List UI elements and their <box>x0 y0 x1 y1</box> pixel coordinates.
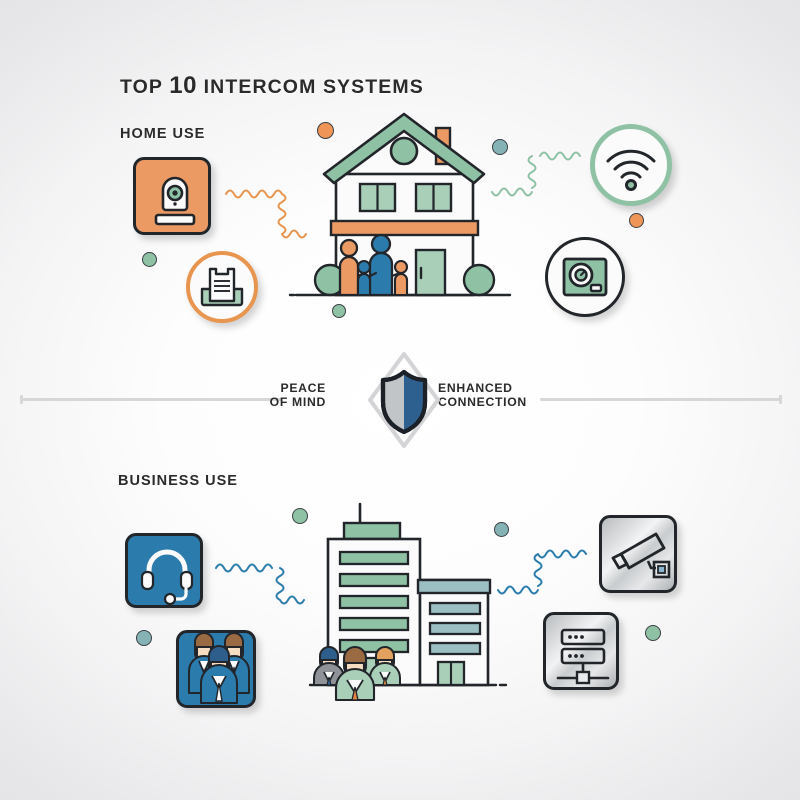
decor-dot-7 <box>494 522 509 537</box>
staff-team-icon <box>188 632 250 704</box>
cctv-camera-tile[interactable] <box>599 515 677 593</box>
family-mother <box>338 238 360 297</box>
headset-operator-tile[interactable] <box>125 533 203 608</box>
office-building-illustration <box>308 502 508 702</box>
tagline-enhanced-connection: ENHANCED CONNECTION <box>438 381 558 409</box>
headset-icon <box>140 549 194 606</box>
connector-business-right <box>497 549 587 595</box>
shield-emblem[interactable] <box>364 350 444 450</box>
connector-home-right <box>491 151 581 197</box>
decor-dot-8 <box>136 630 152 646</box>
family-child-left <box>356 259 372 297</box>
family-father <box>368 233 394 297</box>
section-label-home-use: HOME USE <box>120 126 206 142</box>
tagline-peace-line2: OF MIND <box>269 395 326 409</box>
family-child-right <box>393 259 409 297</box>
doorbell-camera-tile[interactable] <box>133 157 211 235</box>
page-title-pre: TOP <box>120 76 170 98</box>
video-monitor-circle[interactable] <box>545 237 625 317</box>
wifi-signal-circle[interactable] <box>590 124 672 206</box>
page-title-post: INTERCOM SYSTEMS <box>197 76 424 98</box>
decor-dot-9 <box>645 625 661 641</box>
section-label-business-use: BUSINESS USE <box>118 473 238 489</box>
office-staff-right <box>369 646 401 686</box>
cctv-camera-icon <box>611 532 671 579</box>
divider-left <box>20 395 282 404</box>
page-title: TOP 10 INTERCOM SYSTEMS <box>120 72 424 100</box>
connector-home-left <box>225 189 307 239</box>
decor-dot-5 <box>332 304 346 318</box>
intercom-panel-icon <box>200 267 244 307</box>
server-network-tile[interactable] <box>543 612 619 690</box>
office-staff-center <box>334 646 376 702</box>
decor-dot-1 <box>317 122 334 139</box>
decor-dot-3 <box>492 139 508 155</box>
house-illustration <box>288 112 512 297</box>
divider-right <box>540 395 782 404</box>
tagline-enhanced-line2: CONNECTION <box>438 395 527 409</box>
tagline-enhanced-line1: ENHANCED <box>438 381 513 395</box>
decor-dot-2 <box>142 252 157 267</box>
doorbell-camera-icon <box>154 176 196 226</box>
tagline-peace-of-mind: PEACE OF MIND <box>262 381 326 409</box>
connector-business-left <box>215 563 305 605</box>
tagline-peace-line1: PEACE <box>280 381 326 395</box>
staff-team-tile[interactable] <box>176 630 256 708</box>
intercom-panel-circle[interactable] <box>186 251 258 323</box>
decor-dot-4 <box>629 213 644 228</box>
decor-dot-6 <box>292 508 308 524</box>
page-title-number: 10 <box>169 72 198 99</box>
wifi-icon <box>606 149 656 191</box>
server-network-icon <box>556 628 610 685</box>
video-monitor-icon <box>562 257 608 297</box>
